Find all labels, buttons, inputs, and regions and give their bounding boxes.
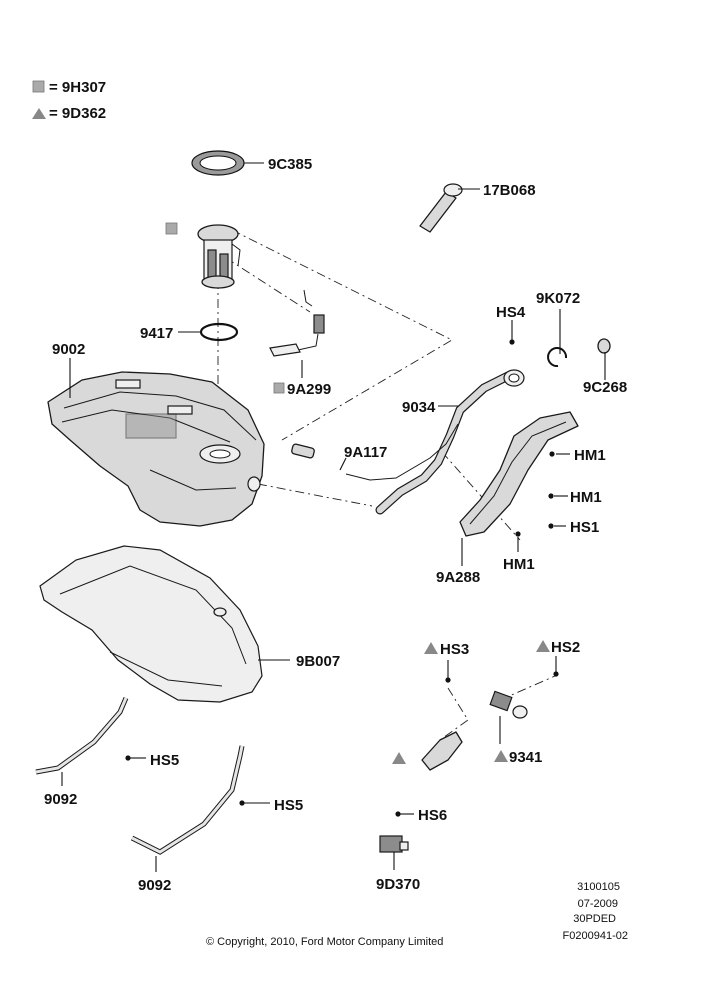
heat-shield-part bbox=[39, 545, 263, 703]
9d370-part bbox=[379, 811, 409, 853]
strap-right-part bbox=[130, 745, 245, 855]
callout-hm1-middle: HM1 bbox=[570, 489, 602, 506]
callout-9k072: 9K072 bbox=[536, 290, 580, 307]
callout-hs2: HS2 bbox=[551, 639, 580, 656]
callout-hs5-right: HS5 bbox=[274, 797, 303, 814]
legend-item-9d362: = 9D362 bbox=[49, 105, 106, 122]
callout-hs4: HS4 bbox=[496, 304, 526, 321]
filler-pipe-part bbox=[345, 369, 525, 515]
callout-hs6: HS6 bbox=[418, 807, 447, 824]
legend-triangle-icon bbox=[32, 108, 46, 119]
filler-bracket-part bbox=[459, 411, 579, 537]
sensor-bracket-part bbox=[392, 640, 559, 771]
footer-copyright: © Copyright, 2010, Ford Motor Company Li… bbox=[206, 936, 443, 948]
footer: 3100105 07-2009 30PDED F0200941-02 © Cop… bbox=[206, 881, 628, 948]
footer-ref: F0200941-02 bbox=[563, 930, 628, 942]
callout-9c268: 9C268 bbox=[583, 379, 627, 396]
grommet-part bbox=[597, 338, 611, 354]
callout-hm1-lower: HM1 bbox=[503, 556, 535, 573]
callout-hs3: HS3 bbox=[440, 641, 469, 658]
lock-ring-part bbox=[191, 150, 245, 176]
callout-9a288: 9A288 bbox=[436, 569, 480, 586]
callout-9c385: 9C385 bbox=[268, 156, 312, 173]
screw-set-right bbox=[509, 339, 555, 537]
legend: = 9H307 = 9D362 bbox=[32, 79, 106, 122]
fuel-pump-module-part bbox=[197, 224, 241, 289]
footer-date: 07-2009 bbox=[578, 898, 618, 910]
callout-9a117: 9A117 bbox=[344, 444, 387, 461]
hs2-triangle-marker-icon bbox=[536, 640, 550, 652]
callout-9092-right: 9092 bbox=[138, 877, 171, 894]
callout-9002: 9002 bbox=[52, 341, 85, 358]
level-sender-part bbox=[269, 289, 325, 357]
vent-valve-part bbox=[291, 443, 315, 459]
callout-9a299: 9A299 bbox=[287, 381, 331, 398]
module-square-marker-icon bbox=[165, 222, 178, 235]
callout-9092-left: 9092 bbox=[44, 791, 77, 808]
callout-9417: 9417 bbox=[140, 325, 173, 342]
seal-ring-part bbox=[199, 322, 239, 342]
callout-9034: 9034 bbox=[402, 399, 436, 416]
strap-left-part bbox=[35, 697, 131, 775]
callout-labels: 9C385 17B068 9K072 HS4 9C268 9417 9002 9… bbox=[44, 156, 627, 894]
callout-9d370: 9D370 bbox=[376, 876, 420, 893]
callout-hm1-upper: HM1 bbox=[574, 447, 606, 464]
9341-triangle-marker-icon bbox=[494, 750, 508, 762]
callout-17b068: 17B068 bbox=[483, 182, 536, 199]
callout-hs1: HS1 bbox=[570, 519, 599, 536]
callout-9b007: 9B007 bbox=[296, 653, 340, 670]
bracket-triangle-marker-icon bbox=[392, 752, 406, 764]
callout-hs5-left: HS5 bbox=[150, 752, 179, 769]
legend-item-9h307: = 9H307 bbox=[49, 79, 106, 96]
legend-square-icon bbox=[32, 80, 45, 93]
leader-lines bbox=[61, 162, 606, 872]
filler-cap-part bbox=[419, 183, 463, 233]
footer-code: 30PDED bbox=[573, 913, 616, 925]
footer-id: 3100105 bbox=[577, 881, 620, 893]
callout-9341: 9341 bbox=[509, 749, 542, 766]
clip-part bbox=[547, 347, 568, 368]
hs3-triangle-marker-icon bbox=[424, 642, 438, 654]
sender-square-marker-icon bbox=[273, 382, 285, 394]
fuel-tank-part bbox=[47, 371, 265, 527]
assembly-lines bbox=[217, 229, 556, 741]
